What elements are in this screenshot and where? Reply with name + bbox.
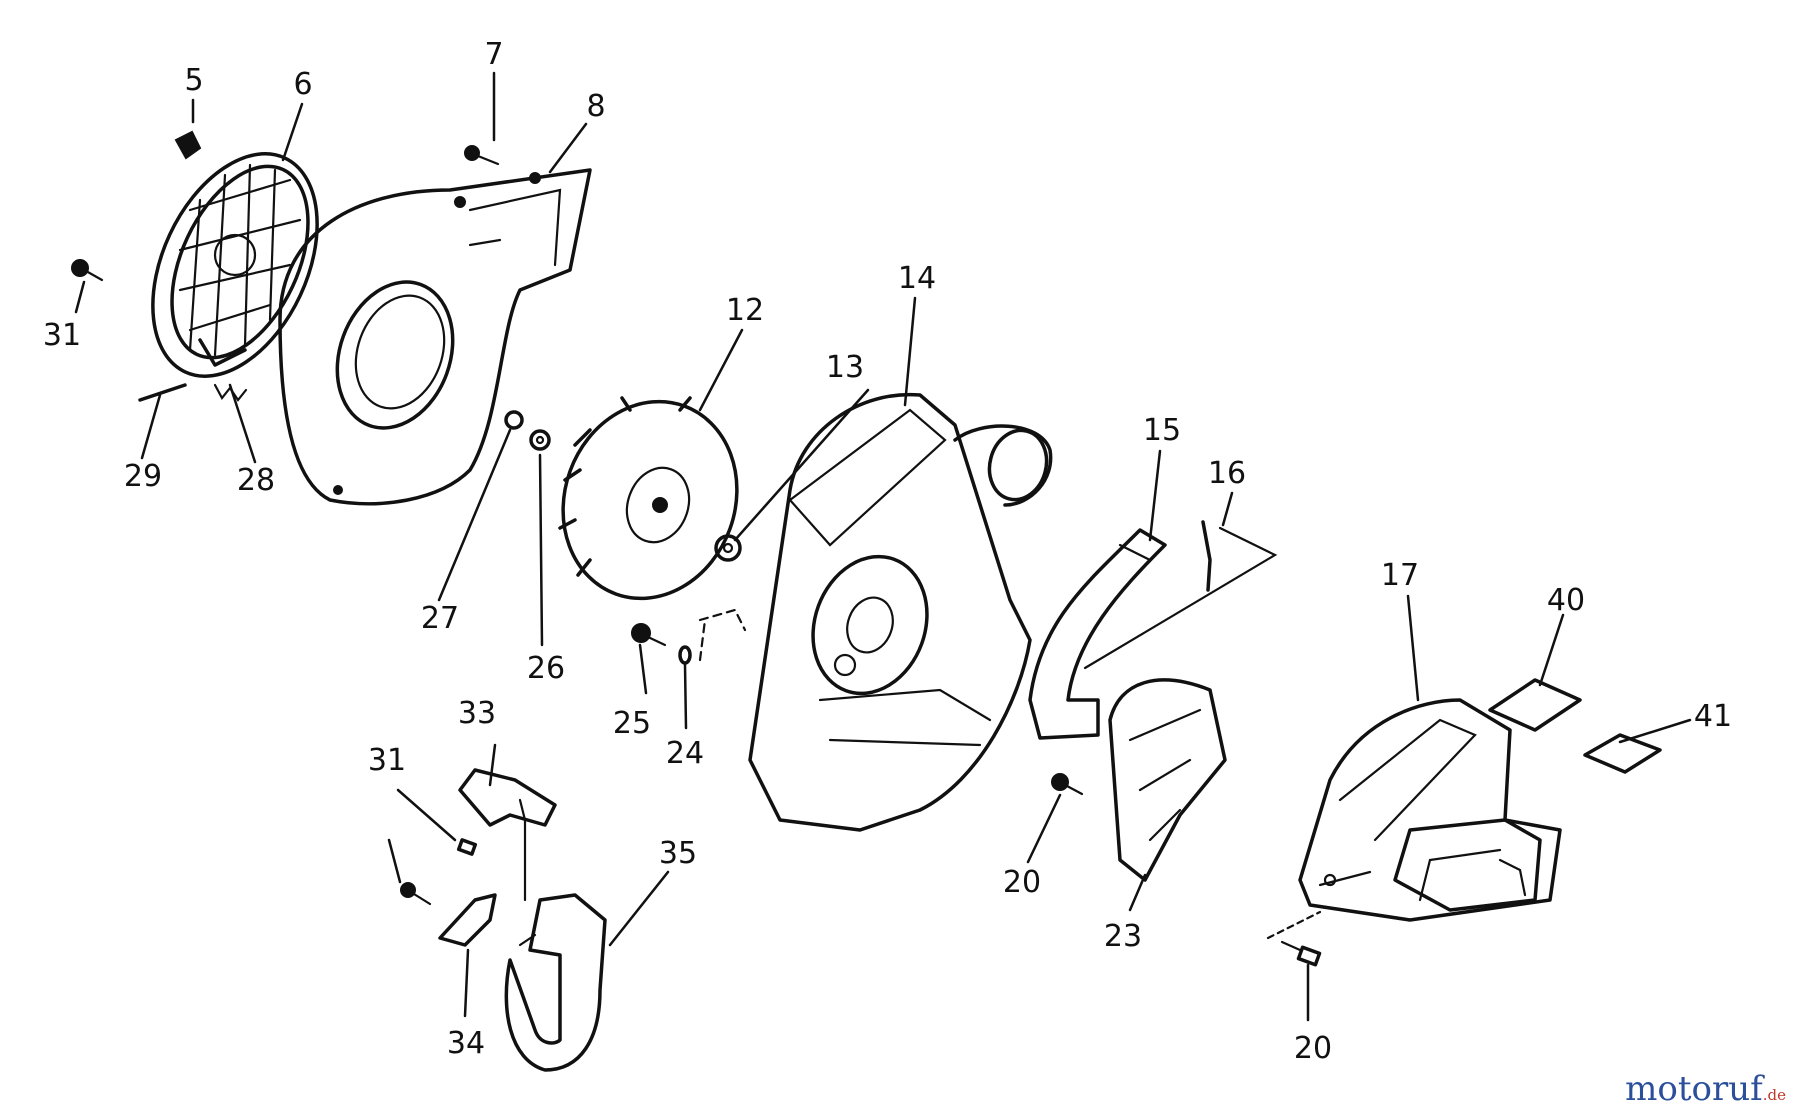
side-cover-part xyxy=(1108,678,1227,882)
case-alignment-dash xyxy=(698,608,747,662)
label-20-middle: 20 xyxy=(1003,865,1041,900)
blower-housing-part xyxy=(278,168,592,506)
rear-screw-part xyxy=(1266,910,1322,967)
rear-housing-part xyxy=(1298,698,1562,922)
watermark-logo: motoruf.de xyxy=(1625,1069,1786,1109)
watermark-text: motoruf xyxy=(1625,1069,1763,1109)
label-14: 14 xyxy=(898,261,936,296)
decal-41-part xyxy=(1583,733,1662,774)
label-27: 27 xyxy=(421,601,459,636)
spring-clip-part xyxy=(1083,520,1278,670)
pin-part xyxy=(138,383,187,402)
bracket-34-part xyxy=(438,893,497,947)
leader-lines xyxy=(74,71,1692,1022)
handle-grip-part xyxy=(504,893,607,1072)
fan-washer-part xyxy=(714,534,742,562)
washer-part xyxy=(529,429,551,451)
label-35: 35 xyxy=(659,836,697,871)
fan-case-part xyxy=(748,392,1053,832)
label-24: 24 xyxy=(666,736,704,771)
decal-40-part xyxy=(1488,678,1582,732)
label-7: 7 xyxy=(484,37,503,72)
bracket-screw-part xyxy=(456,838,478,856)
label-20-bottom: 20 xyxy=(1294,1031,1332,1066)
watermark-suffix: .de xyxy=(1762,1086,1786,1104)
label-13: 13 xyxy=(826,350,864,385)
bracket-bolt-part xyxy=(400,882,432,906)
label-34: 34 xyxy=(447,1026,485,1061)
label-26: 26 xyxy=(527,651,565,686)
label-31-lower: 31 xyxy=(368,743,406,778)
screw-part xyxy=(464,145,500,166)
handle-bar-part xyxy=(1028,528,1167,740)
label-25: 25 xyxy=(613,706,651,741)
label-8: 8 xyxy=(586,89,605,124)
label-31-upper: 31 xyxy=(43,318,81,353)
label-16: 16 xyxy=(1208,456,1246,491)
label-29: 29 xyxy=(124,459,162,494)
label-23: 23 xyxy=(1104,919,1142,954)
bracket-33-part xyxy=(458,768,557,902)
label-12: 12 xyxy=(726,293,764,328)
label-41: 41 xyxy=(1694,699,1732,734)
bolt-part xyxy=(71,259,104,282)
case-bolt-part xyxy=(631,623,667,647)
label-5: 5 xyxy=(184,63,203,98)
case-ring-part xyxy=(678,645,692,665)
nut-part xyxy=(504,410,524,430)
fan-impeller-part xyxy=(558,396,739,601)
intake-grille-part xyxy=(151,152,319,378)
cover-screw-part xyxy=(1051,773,1084,796)
label-17: 17 xyxy=(1381,558,1419,593)
cap-nut-part xyxy=(174,130,202,160)
label-33: 33 xyxy=(458,696,496,731)
label-40: 40 xyxy=(1547,583,1585,618)
label-15: 15 xyxy=(1143,413,1181,448)
label-28: 28 xyxy=(237,463,275,498)
label-6: 6 xyxy=(293,67,312,102)
